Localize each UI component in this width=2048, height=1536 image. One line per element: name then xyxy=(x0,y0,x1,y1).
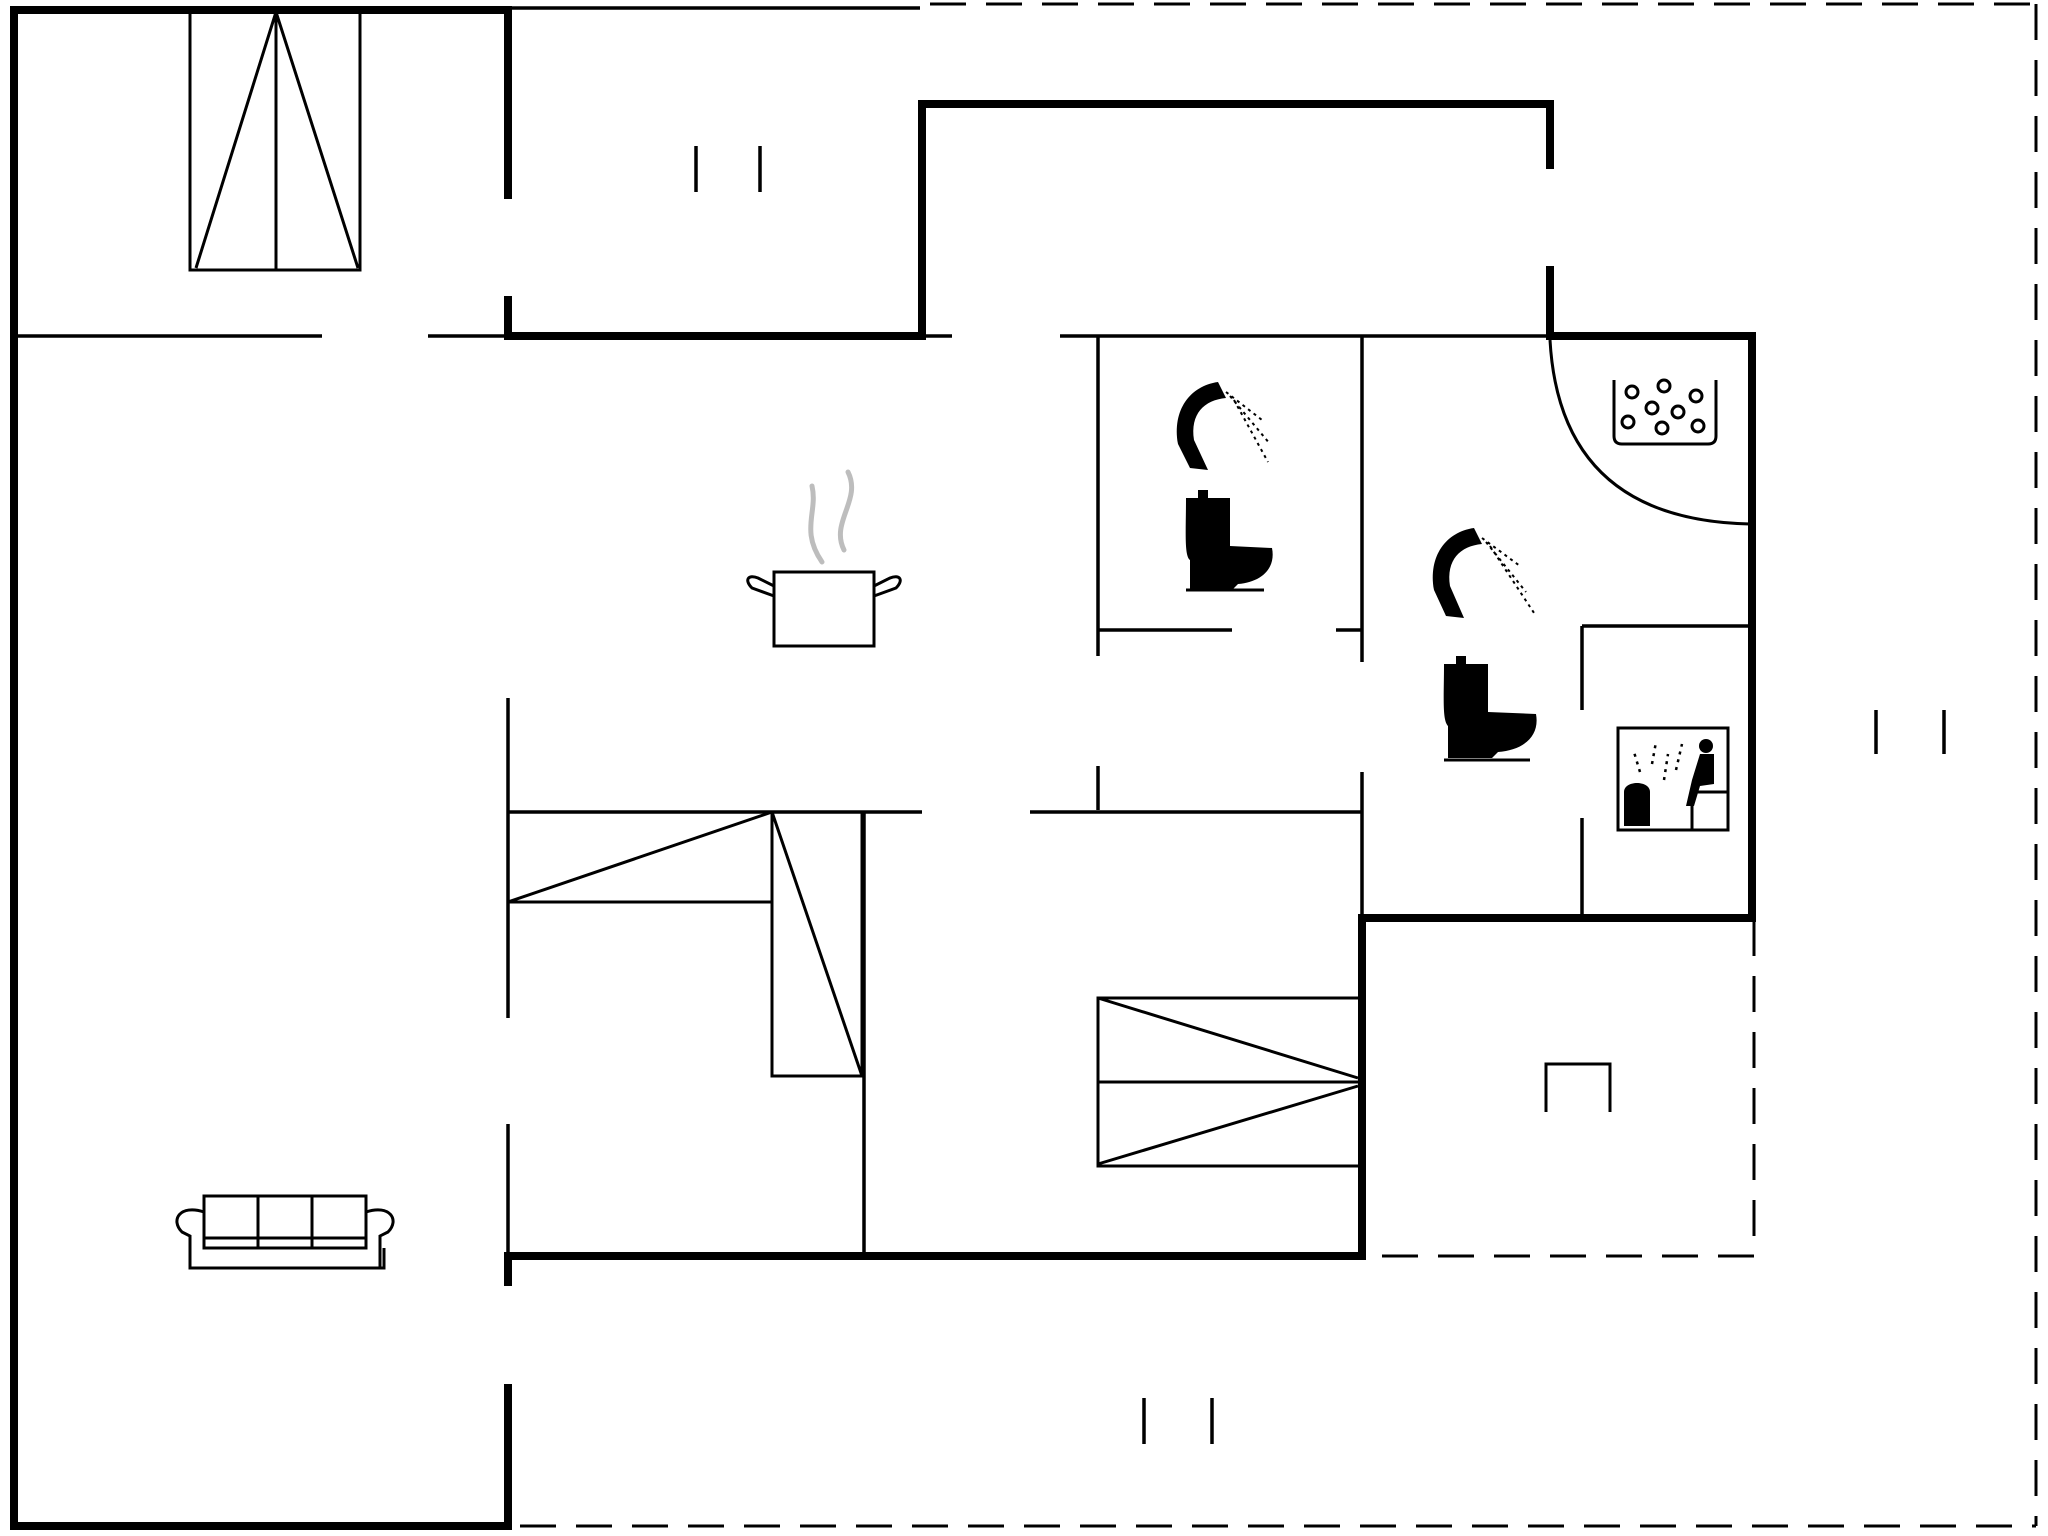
bunk-bed xyxy=(506,810,864,1078)
sauna-bench xyxy=(1690,790,1728,830)
sofa-back xyxy=(202,1194,368,1250)
sauna-steam xyxy=(1632,741,1684,781)
bunk-bed-side xyxy=(770,810,864,1078)
window-mark-north xyxy=(694,146,762,192)
toilet-icon xyxy=(1185,490,1273,592)
toilet-button-2 xyxy=(1456,656,1466,666)
sauna-icon xyxy=(1616,726,1730,832)
bath-outer-wall xyxy=(504,266,1756,1286)
terrace-outline xyxy=(508,2,2038,1528)
sauna-person-head xyxy=(1699,739,1713,753)
shower-spray-2 xyxy=(1481,537,1537,617)
sauna-frame xyxy=(1616,726,1730,832)
toilet-body-1 xyxy=(1185,498,1273,590)
window-mark-south xyxy=(1142,1398,1214,1444)
window-mark-east xyxy=(1874,710,1946,754)
window-marks xyxy=(694,146,1946,1444)
whirlpool-tub xyxy=(1612,380,1718,446)
shower-icon xyxy=(1432,528,1537,618)
stairs xyxy=(188,10,362,272)
carport-outline xyxy=(1382,918,1756,1258)
door-swing xyxy=(1548,339,1751,526)
stairs-lines xyxy=(194,11,360,270)
shower-icon xyxy=(1176,382,1271,470)
bunk-bed-side-diagonal xyxy=(770,811,864,1077)
sauna-stove xyxy=(1624,783,1650,826)
sofa-base xyxy=(188,1248,386,1270)
single-bed xyxy=(1544,1062,1612,1112)
annex-wall-upper xyxy=(504,100,1554,340)
south-wall-left xyxy=(10,1384,512,1530)
double-bed-lines xyxy=(1097,996,1360,1166)
double-bed xyxy=(1096,996,1362,1168)
north-wall-left xyxy=(10,6,512,199)
whirlpool-icon xyxy=(1612,378,1718,446)
bunk-bed-top-diagonal xyxy=(507,810,773,904)
sofa-cushions xyxy=(204,1196,366,1248)
sofa-arms xyxy=(175,1208,395,1268)
steam-icon xyxy=(808,469,855,565)
shower-head-1 xyxy=(1176,382,1226,470)
cooking-pot-icon xyxy=(746,469,902,648)
toilet-button-1 xyxy=(1198,490,1208,500)
shower-head-2 xyxy=(1432,528,1482,618)
sofa-icon xyxy=(175,1194,395,1270)
sauna-person-body xyxy=(1686,754,1714,806)
toilet-icon xyxy=(1443,656,1537,762)
pot-handles xyxy=(746,575,902,598)
pot-body xyxy=(772,570,876,648)
toilet-body-2 xyxy=(1443,664,1537,758)
whirlpool-bubbles xyxy=(1620,378,1706,436)
interior-walls xyxy=(16,334,1752,1256)
shower-spray-1 xyxy=(1225,391,1271,463)
outer-walls xyxy=(10,6,1756,1530)
